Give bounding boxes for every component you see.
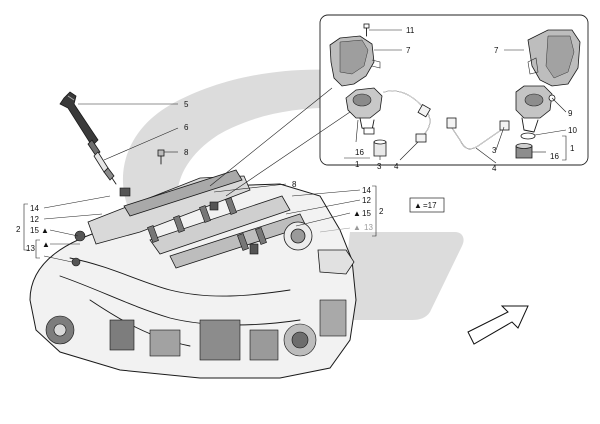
engine-assembly [29, 169, 357, 379]
callout-15b: 15 [362, 209, 371, 218]
callout-13a: 13 [26, 244, 35, 253]
callout-3b: 3 [492, 146, 497, 155]
spark-plug-part [93, 151, 117, 185]
inset-callouts: 11 7 7 9 10 16 1 3 4 16 1 3 4 [344, 26, 577, 173]
seal-cup-left-part [373, 139, 387, 157]
callout-8b: 8 [292, 180, 297, 189]
callout-15a: 15 [30, 226, 39, 235]
callout-5: 5 [184, 100, 189, 109]
legend-mark-d: ▲ [353, 223, 361, 232]
fuel-pump-right-part [515, 85, 556, 133]
callout-4b: 4 [492, 164, 497, 173]
seal-cup-right-part [515, 143, 533, 159]
callout-12b: 12 [362, 196, 371, 205]
callout-11: 11 [406, 26, 415, 35]
heat-shield-left-part [329, 35, 381, 87]
callout-3a: 3 [377, 162, 382, 171]
legend-mark: ▲ [414, 201, 422, 210]
legend-text: =17 [423, 201, 437, 210]
callout-1b: 1 [570, 144, 575, 153]
callout-4a: 4 [394, 162, 399, 171]
callout-12a: 12 [30, 215, 39, 224]
callout-14a: 14 [30, 204, 39, 213]
legend-mark-b: ▲ [42, 240, 50, 249]
callout-16b: 16 [550, 152, 559, 161]
callout-14b: 14 [362, 186, 371, 195]
brand-watermark [122, 69, 464, 320]
legend-mark-a: ▲ [41, 226, 49, 235]
callout-8a: 8 [184, 148, 189, 157]
callout-7a: 7 [406, 46, 411, 55]
legend-mark-c: ▲ [353, 209, 361, 218]
callout-2b: 2 [379, 207, 384, 216]
legend-box [409, 197, 445, 213]
callout-7b: 7 [494, 46, 499, 55]
callout-10: 10 [568, 126, 577, 135]
bolt-8-part [157, 149, 165, 165]
callout-2a: 2 [16, 225, 21, 234]
detail-inset-frame [319, 14, 589, 166]
fuel-pump-left-part [345, 87, 383, 135]
ignition-coil-part [59, 91, 101, 157]
heat-shield-right-part [527, 29, 581, 87]
callout-16a: 16 [355, 148, 364, 157]
main-callouts: 5 6 8 8 2 14 12 15 ▲ 13 ▲ 2 14 12 [16, 87, 445, 263]
direction-arrow-icon [467, 305, 529, 345]
callout-6: 6 [184, 123, 189, 132]
callout-13b: 13 [364, 223, 373, 232]
callout-9: 9 [568, 109, 573, 118]
callout-1a: 1 [355, 160, 360, 169]
inset-parts [329, 23, 581, 159]
o-ring-part [520, 132, 536, 140]
screw-part [363, 23, 370, 37]
